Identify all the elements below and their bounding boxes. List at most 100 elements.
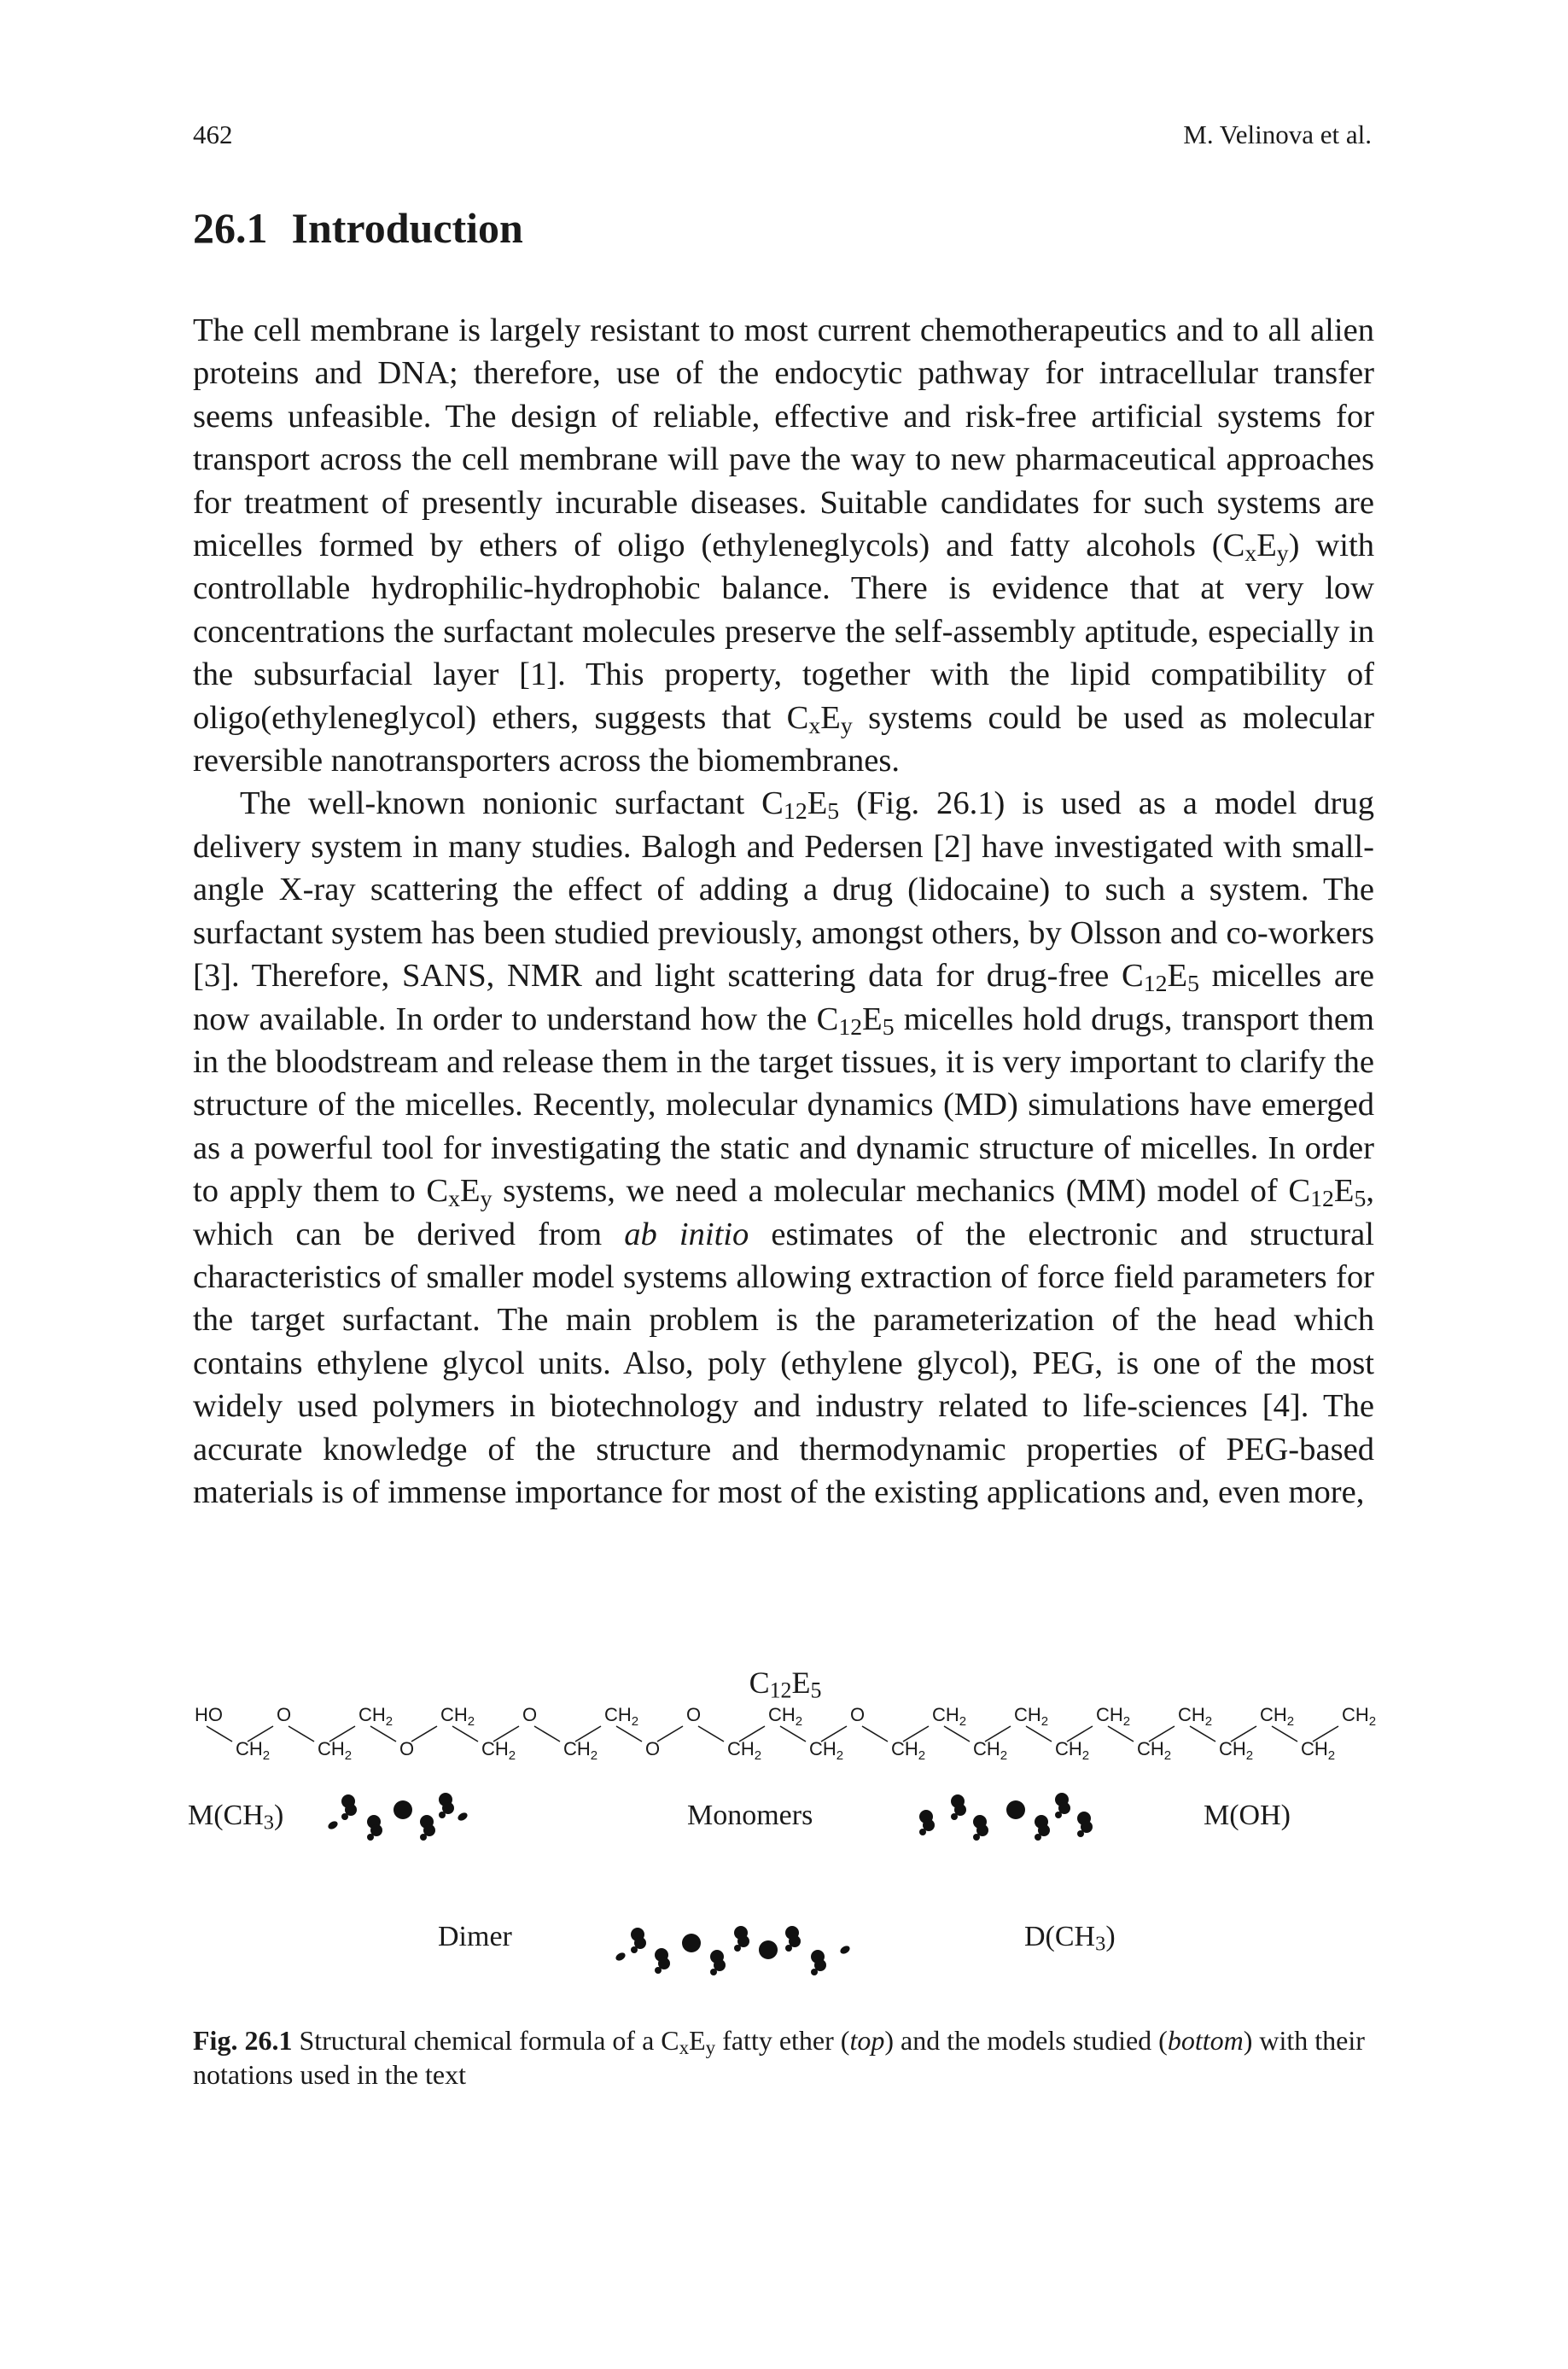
bond-line	[943, 1725, 971, 1742]
text-run: systems, we need a molecular mechanics (…	[492, 1173, 1311, 1210]
text-run: E	[807, 785, 828, 822]
formula-group: O	[277, 1704, 291, 1725]
figure-title-c: C	[749, 1666, 770, 1700]
caption-sub-y: y	[705, 2036, 716, 2059]
bond-line	[1312, 1725, 1339, 1742]
text-run: (Fig. 26.1) is used as a model drug deli…	[193, 785, 1374, 995]
label-m-ch3-end: )	[274, 1800, 284, 1831]
section-title: Introduction	[291, 204, 523, 252]
text-run: 5	[1187, 971, 1199, 998]
formula-group: CH2	[358, 1704, 393, 1729]
oxygen-bead	[759, 1940, 778, 1959]
text-run: 5	[827, 798, 840, 826]
methylene-bead	[439, 1793, 454, 1818]
methylene-bead	[341, 1794, 357, 1820]
bond-line	[738, 1725, 766, 1742]
text-run: The well-known nonionic surfactant C	[240, 785, 784, 822]
caption-text-4: ) and the models studied (	[884, 2025, 1168, 2056]
label-m-ch3-sub: 3	[263, 1811, 275, 1835]
caption-text-3: fatty ether (	[715, 2025, 850, 2056]
bond-line	[1107, 1725, 1134, 1742]
text-run: 12	[1143, 971, 1168, 998]
page-number: 462	[193, 120, 233, 149]
label-m-oh: M(OH)	[1204, 1800, 1291, 1831]
text-run: x	[448, 1186, 460, 1213]
figure-title: C12E5	[171, 1665, 1400, 1701]
formula-group: O	[645, 1738, 660, 1759]
terminal-bead	[615, 1952, 626, 1961]
oxygen-bead	[1006, 1800, 1025, 1819]
bond-line	[820, 1725, 848, 1742]
caption-sub-x: x	[679, 2036, 690, 2059]
methylene-bead	[973, 1815, 988, 1841]
bond-line	[984, 1725, 1011, 1742]
text-run: E	[1333, 1173, 1355, 1210]
text-run: ab initio	[624, 1216, 749, 1252]
caption-top: top	[849, 2025, 885, 2056]
running-head: M. Velinova et al.	[1183, 120, 1372, 149]
text-run: E	[1256, 528, 1277, 564]
text-run: estimates of the electronic and structur…	[193, 1216, 1374, 1510]
methylene-bead	[785, 1926, 801, 1952]
label-d-ch3: D(CH3)	[1024, 1921, 1116, 1954]
methylene-bead	[420, 1815, 435, 1841]
label-d-ch3-end: )	[1105, 1921, 1116, 1952]
text-run: 5	[1354, 1186, 1367, 1213]
methylene-bead	[1055, 1793, 1070, 1818]
text-run: The cell membrane is largely resistant t…	[193, 312, 1374, 564]
caption-label: Fig. 26.1	[193, 2025, 293, 2056]
label-m-ch3-main: M(CH	[188, 1800, 264, 1831]
bond-line	[329, 1725, 356, 1742]
formula-group: O	[850, 1704, 865, 1725]
paragraph: The well-known nonionic surfactant C12E5…	[193, 782, 1374, 1514]
bond-line	[411, 1725, 438, 1742]
methylene-bead	[1077, 1812, 1093, 1837]
methylene-bead	[734, 1926, 749, 1952]
section-number: 26.1	[193, 204, 268, 252]
caption-text-1: Structural chemical formula of a C	[292, 2025, 679, 2056]
figure-title-e: E	[791, 1666, 811, 1700]
bond-line	[288, 1725, 315, 1742]
caption-bottom: bottom	[1167, 2025, 1244, 2056]
terminal-bead	[458, 1812, 468, 1821]
text-run: E	[862, 1001, 883, 1037]
section-heading: 26.1 Introduction	[193, 203, 523, 253]
text-run: 5	[882, 1013, 895, 1041]
figure-title-sub1: 12	[769, 1678, 792, 1703]
bond-line	[247, 1725, 274, 1742]
bond-line	[206, 1725, 233, 1742]
methylene-bead	[710, 1950, 726, 1975]
text-run: ) with controllable hydrophilic-hydropho…	[193, 528, 1374, 736]
formula-group: O	[522, 1704, 537, 1725]
text-run: x	[808, 712, 821, 739]
formula-group: O	[686, 1704, 701, 1725]
bond-line	[861, 1725, 889, 1742]
text-run: E	[820, 699, 841, 736]
text-run: , which can be derived from	[193, 1173, 1374, 1252]
methylene-bead	[919, 1810, 935, 1835]
bond-line	[1025, 1725, 1052, 1742]
body-text: The cell membrane is largely resistant t…	[193, 309, 1374, 1514]
structural-formula: HOCH2OCH2CH2OCH2CH2OCH2CH2OOCH2CH2CH2OCH…	[195, 1704, 1376, 1763]
bond-line	[452, 1725, 479, 1742]
bond-line	[615, 1725, 643, 1742]
text-run: systems could be used as molecular rever…	[193, 699, 1374, 779]
models-illustration	[328, 1793, 1093, 1975]
terminal-bead	[328, 1821, 338, 1829]
text-run: micelles are now available. In order to …	[193, 958, 1374, 1037]
figure-title-sub2: 5	[810, 1678, 822, 1703]
methylene-bead	[367, 1815, 382, 1841]
formula-group: O	[399, 1738, 414, 1759]
methylene-bead	[655, 1948, 670, 1974]
bond-line	[533, 1725, 561, 1742]
bond-line	[902, 1725, 930, 1742]
text-run: 12	[1310, 1186, 1334, 1213]
bond-line	[779, 1725, 807, 1742]
caption-text-2: E	[689, 2025, 706, 2056]
formula-group: CH2	[1137, 1738, 1171, 1763]
formula-group: HO	[195, 1704, 223, 1725]
text-run: y	[1276, 540, 1289, 568]
bond-line	[370, 1725, 397, 1742]
methylene-bead	[631, 1928, 646, 1953]
